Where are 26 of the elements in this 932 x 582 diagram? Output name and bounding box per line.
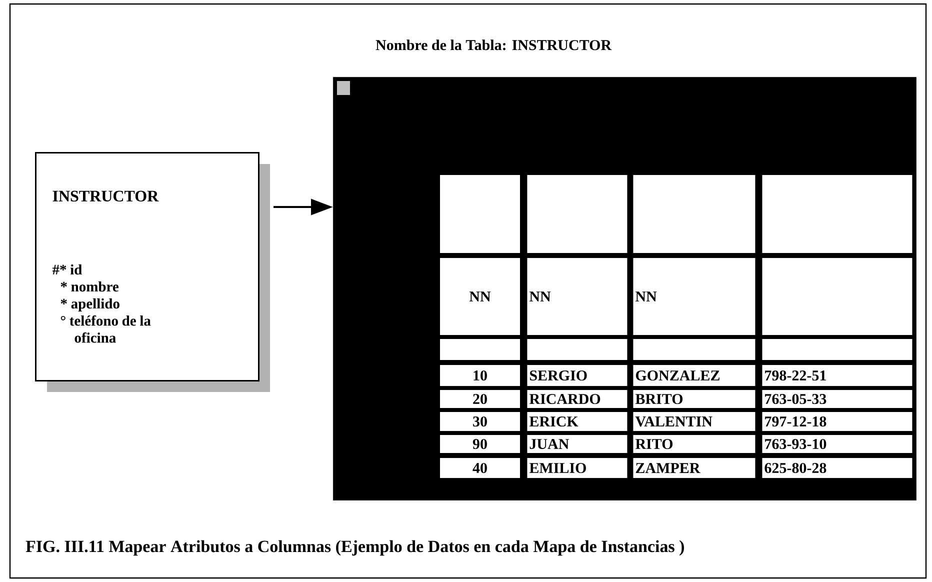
table-cell: NN	[440, 258, 520, 335]
table-cell: 20	[440, 390, 520, 408]
table-cell: 763-05-33	[762, 390, 912, 408]
table-cell: 763-93-10	[762, 435, 912, 453]
table-cell: RITO	[633, 435, 756, 453]
entity-box: INSTRUCTOR #* id * nombre * apellido ° teléfono de la oficina	[35, 152, 260, 382]
table-cell: 90	[440, 435, 520, 453]
table-cell: 40	[440, 458, 520, 478]
table-cell: SERGIO	[527, 365, 628, 386]
table-cell: EMILIO	[527, 458, 628, 478]
table-cell: JUAN	[527, 435, 628, 453]
figure-caption: FIG. III.11 Mapear Atributos a Columnas (Ejemplo de Datos en cada Mapa de Instancias )	[26, 540, 684, 556]
table-cell: BRITO	[633, 390, 756, 408]
table-cell: 625-80-28	[762, 458, 912, 478]
table-cell: 797-12-18	[762, 412, 912, 431]
table-cell: 10	[440, 365, 520, 386]
table-title: Nombre de la Tabla: INSTRUCTOR	[376, 40, 612, 50]
table-cell: VALENTIN	[633, 412, 756, 431]
table-cell: RICARDO	[527, 390, 628, 408]
table-cell: ZAMPER	[633, 458, 756, 478]
table-cell: NN	[633, 258, 756, 335]
table-cell: 798-22-51	[762, 365, 912, 386]
table-cell: 30	[440, 412, 520, 431]
table-cell: NN	[527, 258, 628, 335]
table-cell: ERICK	[527, 412, 628, 431]
table-cell: GONZALEZ	[633, 365, 756, 386]
